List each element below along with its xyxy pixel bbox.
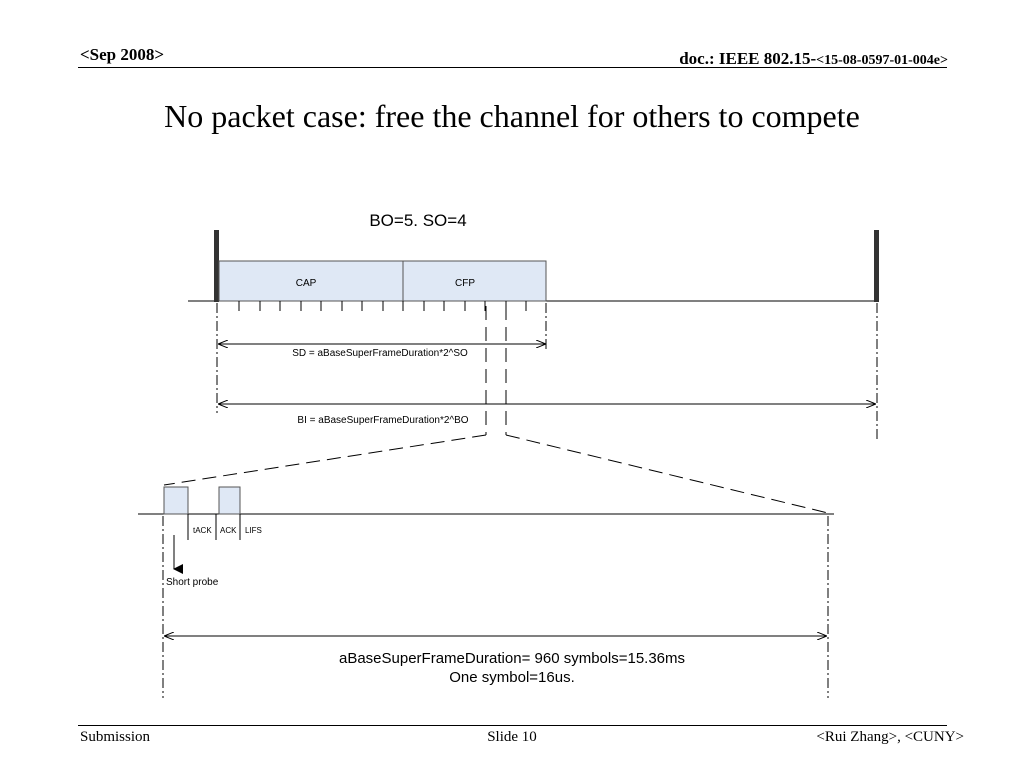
footer-submission: Submission xyxy=(80,729,151,745)
boundary-guides xyxy=(216,303,878,440)
slot-markers xyxy=(187,514,241,540)
beacon-start xyxy=(214,230,219,302)
header-doc-prefix: doc.: IEEE 802.15- xyxy=(679,49,817,68)
header-doc-number: <15-08-0597-01-004e> xyxy=(816,53,948,68)
cfp-block xyxy=(402,260,547,302)
footer-author: <Rui Zhang>, <CUNY> xyxy=(816,729,964,745)
slide-number: Slide 10 xyxy=(487,729,537,745)
symbol-label: One symbol=16us. xyxy=(449,669,575,686)
header-date: <Sep 2008> xyxy=(80,45,165,64)
slide-title: No packet case: free the channel for oth… xyxy=(164,98,860,134)
duration-label: aBaseSuperFrameDuration= 960 symbols=15.… xyxy=(339,650,685,667)
header-rule xyxy=(78,67,947,68)
sd-label: SD = aBaseSuperFrameDuration*2^SO xyxy=(292,348,468,359)
bi-label: BI = aBaseSuperFrameDuration*2^BO xyxy=(297,415,468,426)
cap-label: CAP xyxy=(296,278,317,289)
zoom-connectors xyxy=(163,306,829,514)
slot-bounds xyxy=(162,516,829,698)
cap-block xyxy=(218,260,404,302)
slot-ticks xyxy=(238,301,527,311)
header-doc-id: doc.: IEEE 802.15-<15-08-0597-01-004e> xyxy=(679,49,948,69)
ack-block xyxy=(218,486,241,515)
short-probe-block xyxy=(163,486,189,515)
tack-label: tACK xyxy=(193,526,212,535)
beacon-end xyxy=(874,230,879,302)
ack-label: ACK xyxy=(220,526,237,535)
probe-label: Short probe xyxy=(166,577,219,588)
params-label: BO=5. SO=4 xyxy=(369,211,466,230)
cfp-label: CFP xyxy=(455,278,475,289)
lifs-label: LIFS xyxy=(245,526,262,535)
footer-rule xyxy=(78,725,947,726)
